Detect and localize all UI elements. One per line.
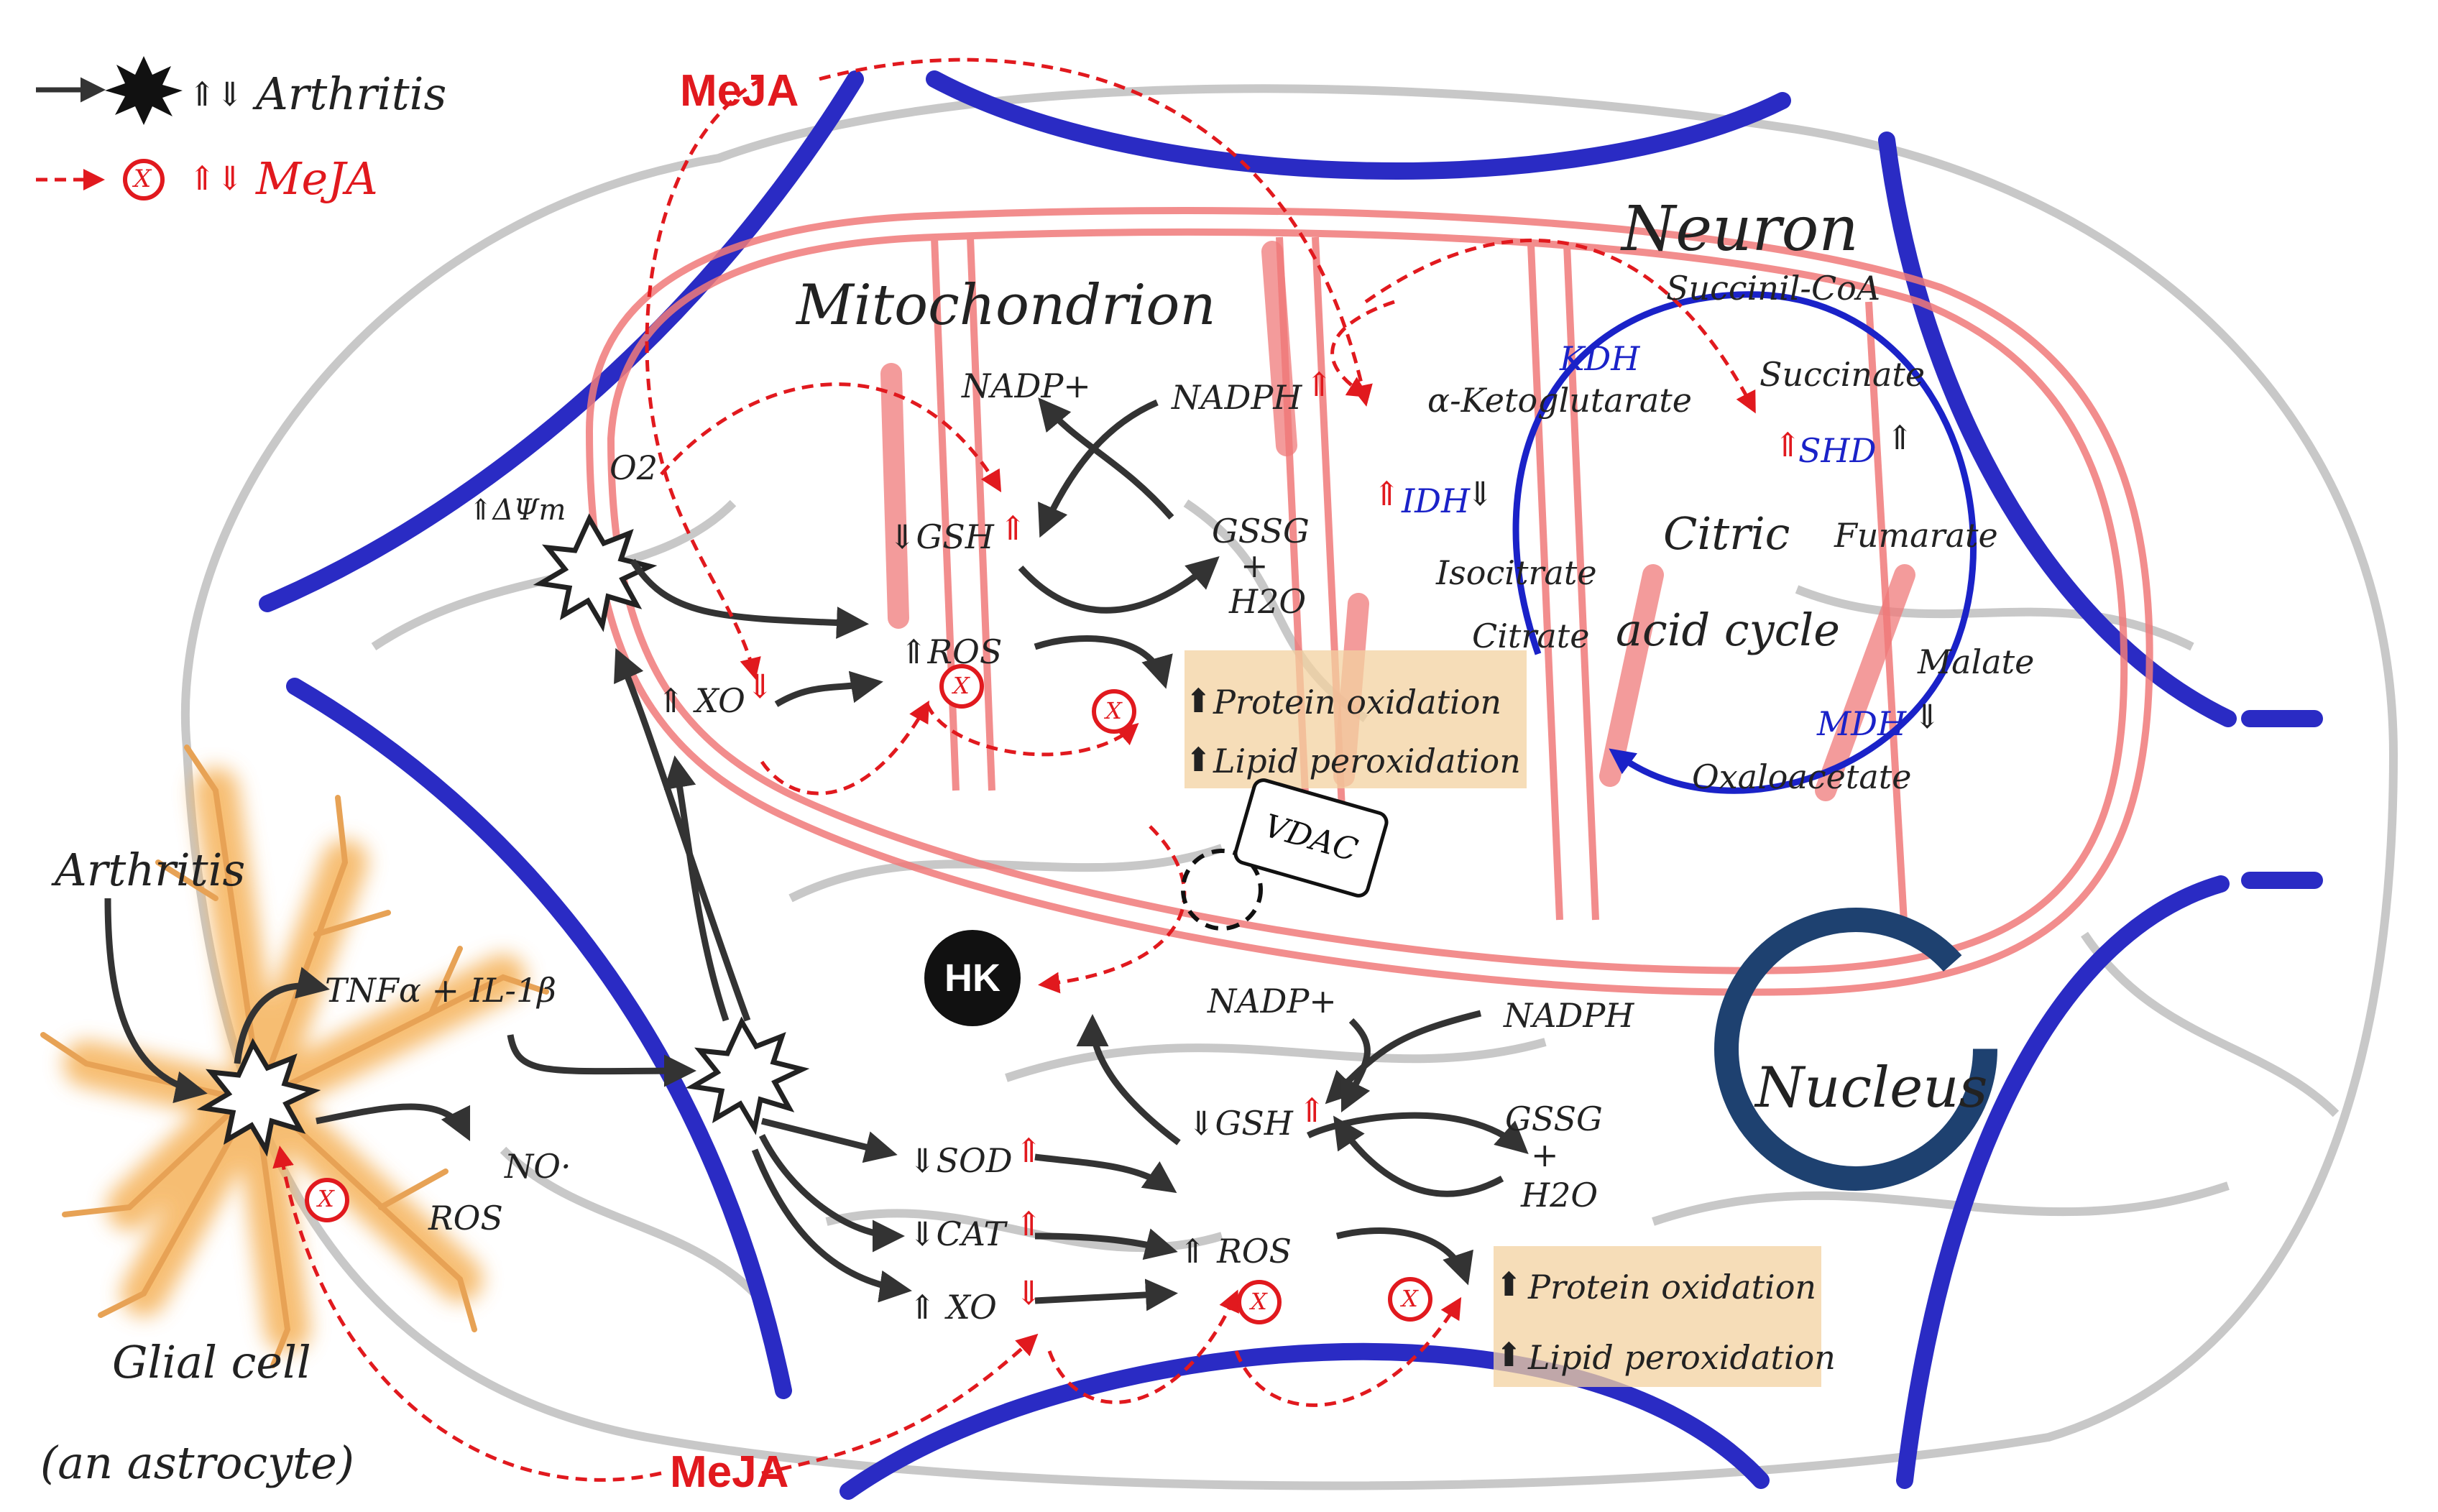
cyto-h2o-label: H2O [1521,1176,1598,1214]
idh-down-arrow: ⇓ [1466,474,1494,513]
legend-meja: MeJA [256,152,378,205]
idh-up-arrow: ⇑ [1373,474,1401,513]
legend-arrows [36,56,183,200]
cyto-plus-label: + [1531,1135,1559,1174]
pathway-arrows [104,397,1529,1312]
vdac-channel-circle [1181,849,1263,931]
sod-label: ⇓SOD [908,1141,1013,1180]
idh-label: IDH [1402,481,1471,520]
delta-psi-label: ⇑ΔΨm [469,494,566,527]
cyto-lipid-up-arrow: ⬆ [1495,1335,1523,1374]
mito-inhibit-x-2: X [1105,697,1122,724]
meja-bottom-label: MeJA [670,1447,789,1497]
cyto-inhibit-x-1: X [1251,1288,1267,1315]
fumarate-label: Fumarate [1834,516,1998,555]
arthritis-trigger-label: Arthritis [55,844,246,896]
cyto-nadph-label: NADPH [1504,996,1634,1035]
succinate-label: Succinate [1760,355,1926,394]
mito-nadp-label: NADP+ [962,367,1091,405]
glial-ros-label: ROS [428,1199,503,1237]
meja-top-label: MeJA [680,66,799,116]
astrocyte-label: (an astrocyte) [40,1437,354,1489]
cytokines-label: TNFα + IL-1β [325,971,556,1010]
mito-xo-label: ⇑ XO [657,681,745,720]
kdh-label: KDH [1560,339,1640,378]
o2-label: O2 [610,448,658,487]
cyto-gssg-label: GSSG [1505,1100,1603,1138]
mito-plus-label: + [1241,546,1269,585]
cat-label: ⇓CAT [908,1214,1006,1253]
mito-gsh-label: ⇓GSH [888,517,994,556]
sod-up-arrow: ⇑ [1015,1131,1043,1170]
mdh-label: MDH [1817,704,1907,743]
inhibit-circle-3 [305,1178,349,1222]
mito-nadph-label: NADPH [1172,378,1302,417]
cat-up-arrow: ⇑ [1015,1204,1043,1243]
astrocyte-body [40,745,549,1368]
cyto-inhibit-x-2: X [1402,1285,1418,1312]
no-label: NO· [505,1147,571,1186]
cyto-ros-label: ⇑ ROS [1179,1232,1292,1271]
cyto-nadp-label: NADP+ [1208,982,1337,1020]
isocitrate-label: Isocitrate [1436,553,1597,592]
mdh-down-arrow: ⇓ [1913,697,1941,736]
hk-badge: HK [924,930,1021,1026]
acid-cycle-label: acid cycle [1616,604,1840,656]
shd-label: SHD [1798,431,1877,470]
cyto-lipid-peroxidation: Lipid peroxidation [1528,1338,1836,1377]
glial-inhibit-x: X [318,1185,334,1212]
legend-up-down-red: ⇑⇓ [188,159,244,198]
mito-lipid-peroxidation: Lipid peroxidation [1213,742,1521,780]
mitochondrion-label: Mitochondrion [796,273,1216,338]
tca-cycle [1512,291,1977,794]
nucleus-label: Nucleus [1755,1056,1988,1120]
citrate-label: Citrate [1472,617,1590,655]
glial-cell-label: Glial cell [112,1336,311,1388]
inhibition-circles [305,664,1432,1324]
inhibit-circle-4 [1237,1280,1282,1324]
legend-arthritis: Arthritis [256,68,447,120]
inhibit-circle-5 [1388,1277,1432,1322]
nucleus-ring [1714,908,1997,1191]
legend-inhibit-x: X [134,165,152,193]
meja-arrows [272,57,1756,1482]
mito-lipid-up-arrow: ⬆ [1184,740,1213,779]
hk-label: HK [944,956,1000,1000]
mito-gssg-label: GSSG [1212,512,1310,550]
alpha-ketoglutarate-label: α-Ketoglutarate [1427,381,1692,420]
cyto-gsh-up-arrow: ⇑ [1298,1091,1326,1130]
inhibit-circle-2 [1092,689,1136,734]
cyto-protein-oxidation: Protein oxidation [1528,1268,1817,1306]
cyto-xo-down-arrow: ⇓ [1015,1273,1043,1312]
mito-h2o-label: H2O [1229,582,1307,621]
malate-label: Malate [1918,642,2035,681]
ros-bursts [196,513,810,1157]
mito-ros-label: ⇑ROS [900,632,1003,671]
succinyl-coa-label: Succinil-CoA [1666,269,1881,308]
cyto-protein-up-arrow: ⬆ [1495,1265,1523,1304]
mito-xo-down-arrow: ⇓ [746,667,774,706]
mito-oxidation-box [1184,650,1527,788]
mito-nadph-up-arrow: ⇑ [1305,365,1333,404]
shd-up-arrow: ⇑ [1774,425,1802,464]
cyto-xo-label: ⇑ XO [908,1288,997,1327]
mito-gsh-up-arrow: ⇑ [999,509,1027,548]
vdac-label: VDAC [1260,807,1362,869]
succinate-up-arrow: ⇑ [1886,418,1914,457]
inhibit-circle-1 [939,664,984,709]
neuron-label: Neuron [1622,193,1859,265]
mito-inhibit-x-1: X [953,672,970,699]
mito-protein-oxidation: Protein oxidation [1213,683,1502,722]
cyto-oxidation-box [1494,1246,1821,1387]
mito-protein-up-arrow: ⬆ [1184,681,1213,720]
legend-up-down: ⇑⇓ [188,75,244,114]
oxaloacetate-label: Oxaloacetate [1692,757,1912,796]
citric-label: Citric [1663,507,1790,560]
cyto-gsh-label: ⇓GSH [1187,1104,1293,1143]
